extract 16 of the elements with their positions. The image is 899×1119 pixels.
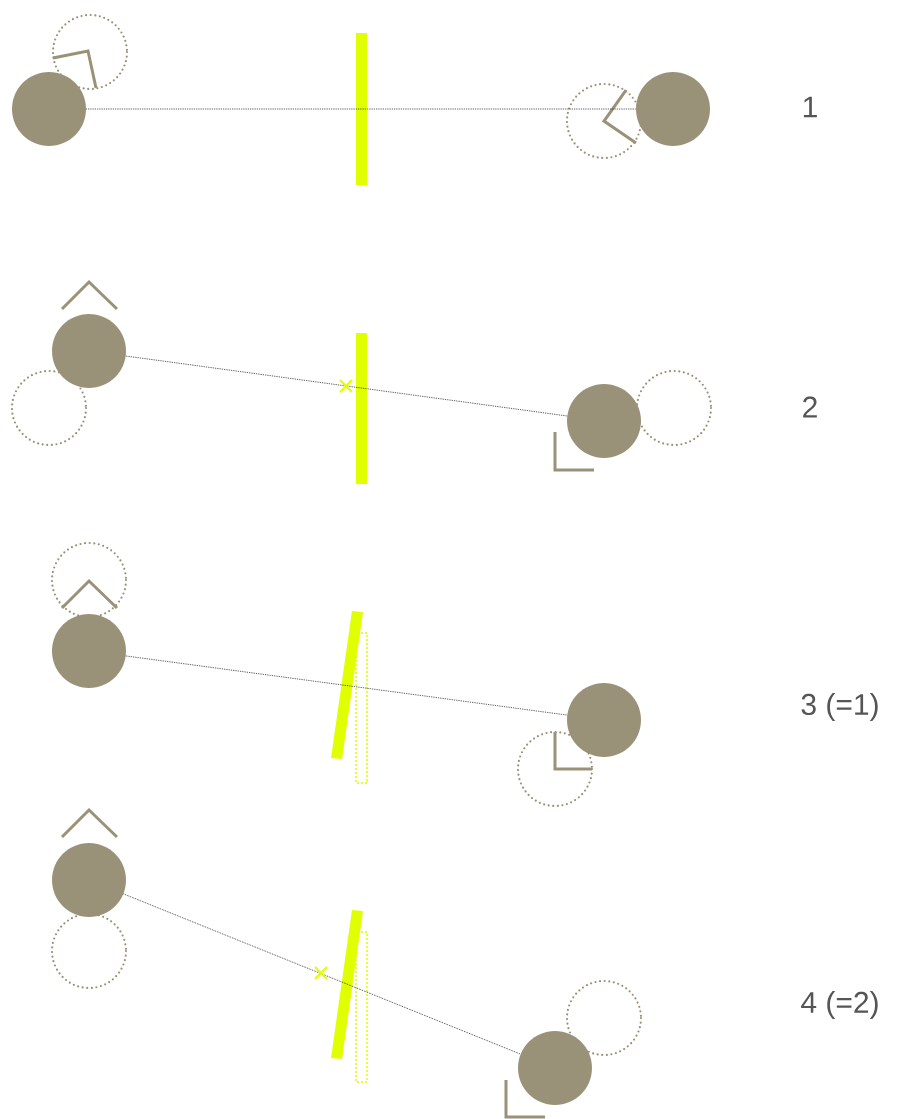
ball — [567, 384, 641, 458]
connecting-line — [125, 655, 568, 716]
connecting-line — [125, 355, 568, 417]
panel-number: 3 (=1) — [801, 693, 878, 721]
ball — [12, 72, 86, 146]
connecting-line — [85, 108, 637, 110]
ball — [52, 614, 126, 688]
ball — [52, 314, 126, 388]
panel-number: 4 (=2) — [801, 991, 878, 1019]
connecting-line — [123, 893, 521, 1055]
ball — [518, 1031, 592, 1105]
panel-number: 2 — [803, 396, 817, 418]
ball — [52, 843, 126, 917]
ball — [567, 683, 641, 757]
ball — [636, 72, 710, 146]
panel-number: 1 — [803, 96, 817, 118]
